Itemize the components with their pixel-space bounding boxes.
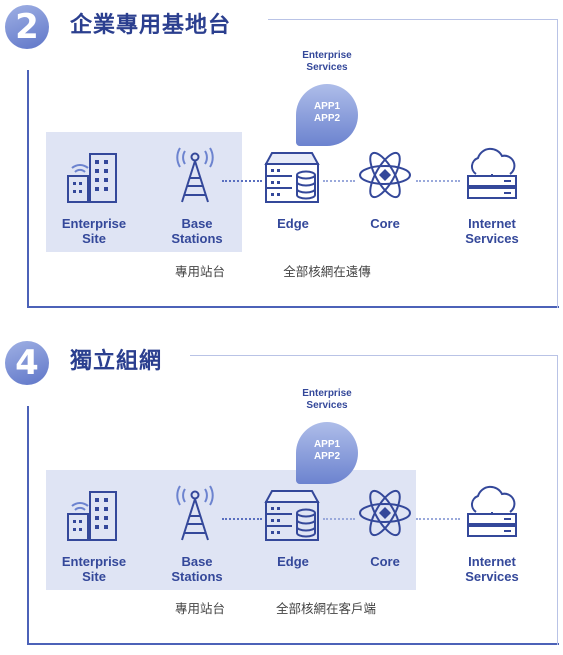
atom-core-icon [359,489,411,537]
frame-bottom-border [27,643,559,645]
link-core-to-internet [416,180,460,182]
atom-core-icon [359,151,411,199]
private-site-highlight [46,132,242,252]
link-edge-to-core [323,180,355,182]
panel-title: 獨立組網 [70,349,163,374]
frame-top-border [268,19,558,20]
frame-right-border [557,19,558,308]
step-number-badge: 4 [5,341,49,385]
step-number-badge: 2 [5,5,49,49]
enterprise-building-icon [67,491,117,541]
edge-server-icon [264,490,320,541]
link-edge-to-core [323,518,355,520]
enterprise-building-icon [67,153,117,203]
edge-server-icon [264,152,320,203]
caption-core-location: 全部核網在客戶端 [275,602,376,616]
node-label-core: Core [370,216,400,231]
frame-left-border [27,406,29,645]
node-label-core: Core [370,554,400,569]
frame-bottom-border [27,306,559,308]
cloud-server-icon [467,147,517,199]
cloud-server-icon [467,485,517,537]
panel-title: 企業專用基地台 [70,13,232,38]
frame-left-border [27,70,29,308]
cell-tower-icon [176,485,214,541]
node-label-edge: Edge [277,554,309,569]
on-premise-highlight [46,470,416,590]
caption-core-location: 全部核網在遠傳 [283,265,371,279]
node-label-edge: Edge [277,216,309,231]
cell-tower-icon [176,147,214,203]
link-core-to-internet [416,518,460,520]
caption-private-station: 專用站台 [174,602,225,616]
link-base-to-edge [222,518,262,520]
frame-top-border [190,355,558,356]
frame-right-border [557,355,558,645]
caption-private-station: 專用站台 [174,265,225,279]
link-base-to-edge [222,180,262,182]
